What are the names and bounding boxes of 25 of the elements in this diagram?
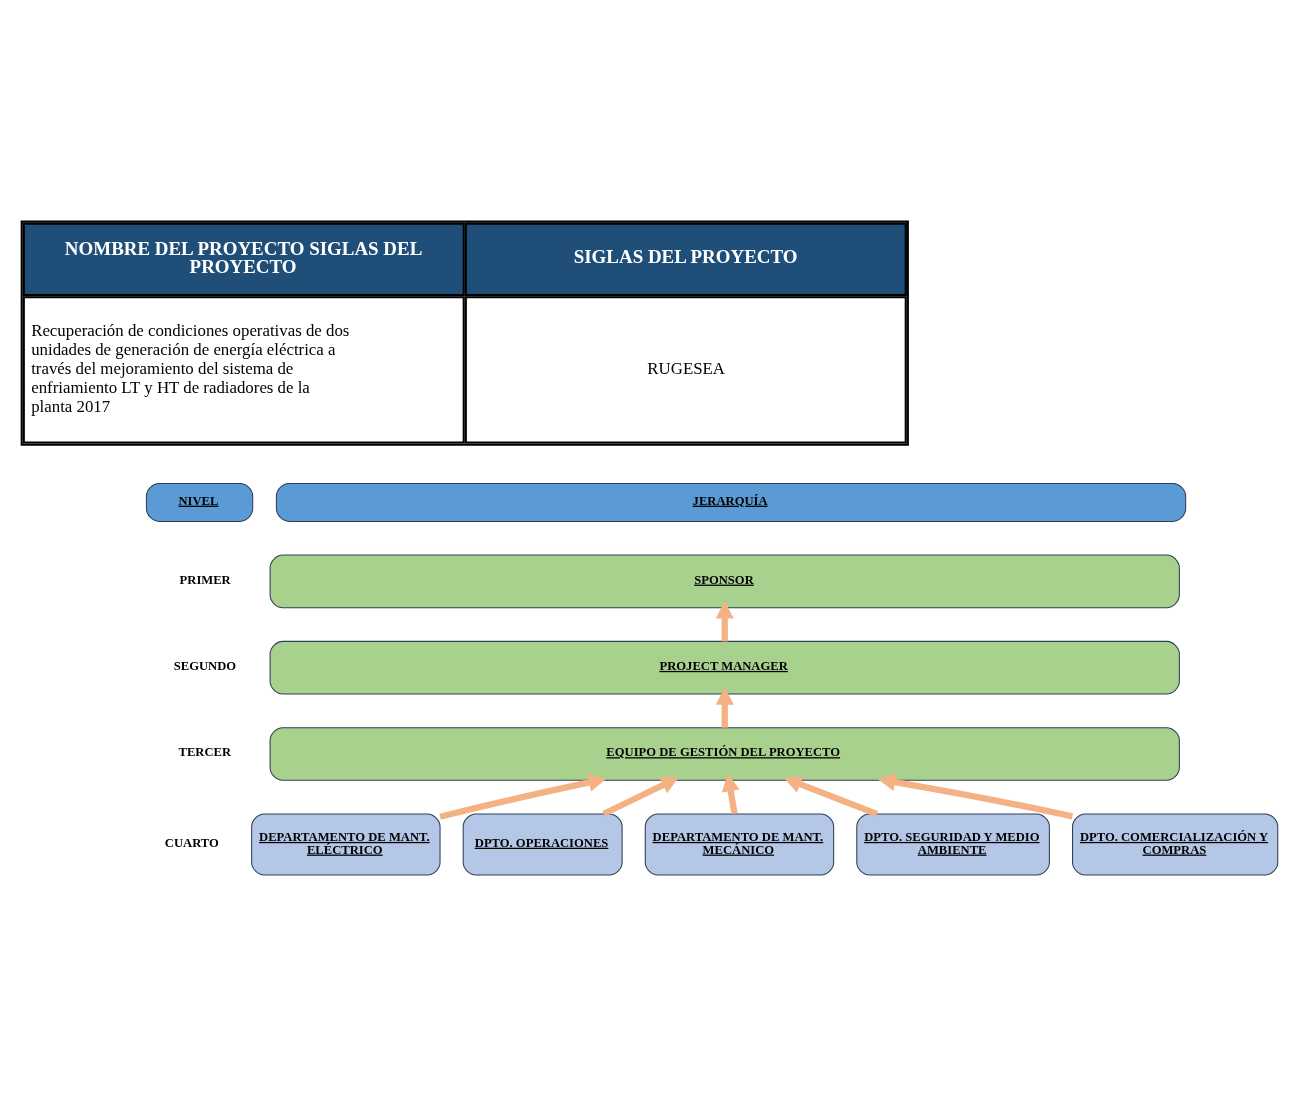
node-box: NIVEL: [145, 482, 254, 522]
label: CUARTO: [164, 835, 219, 850]
node-box: DEPARTAMENTO DE MANT. MECÁNICO: [644, 812, 835, 876]
arrow: [715, 687, 734, 728]
node-box: DPTO. OPERACIONES: [462, 812, 623, 876]
node-box: DPTO. SEGURIDAD Y MEDIO AMBIENTE: [856, 812, 1050, 876]
label: RUGESEA: [647, 358, 725, 378]
arrow: [721, 773, 740, 814]
node-box: JERARQUÍA: [275, 482, 1187, 522]
node-box: DPTO. COMERCIALIZACIÓN Y COMPRAS: [1072, 812, 1279, 876]
arrow: [439, 773, 606, 820]
label: SIGLAS DEL PROYECTO: [573, 245, 798, 267]
arrow: [602, 776, 679, 817]
node-box: DEPARTAMENTO DE MANT. ELÉCTRICO: [251, 812, 441, 876]
label: TERCER: [178, 744, 232, 759]
node-box: PROJECT MANAGER: [269, 640, 1180, 695]
arrow: [715, 600, 734, 641]
label: Recuperación de condiciones operativas de dos unidades de generación de energía eléctrica a través del mejoramiento del sistema de enfriamiento LT y HT de radiadores de la planta 2017: [31, 320, 350, 416]
node-box: EQUIPO DE GESTIÓN DEL PROYECTO: [269, 726, 1180, 781]
arrow: [877, 772, 1074, 819]
arrow: [783, 775, 878, 817]
label: NOMBRE DEL PROYECTO SIGLAS DEL PROYECTO: [64, 237, 423, 277]
label: SEGUNDO: [173, 658, 237, 673]
label: PRIMER: [179, 572, 231, 587]
node-box: SPONSOR: [269, 554, 1180, 608]
